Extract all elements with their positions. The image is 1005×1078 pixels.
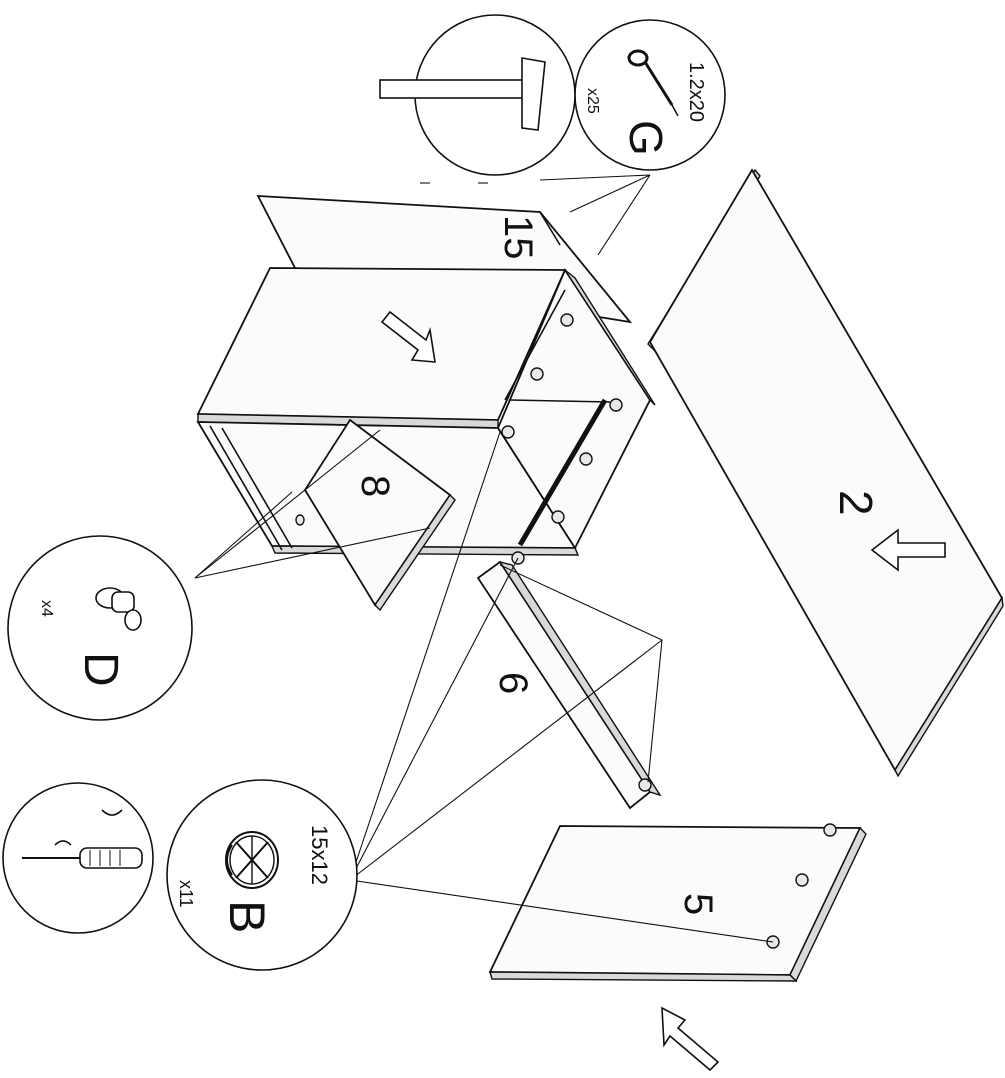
leader-lines [194,174,774,943]
fitting-d-qty: x4 [38,600,55,617]
fitting-b-callout: 15x12 x11 B [166,779,358,971]
panel-5: 5 [488,825,867,983]
fitting-b-size: 15x12 [307,825,332,885]
fitting-g-letter: G [620,120,672,156]
arrow-icon [380,310,436,363]
screwdriver-icon [22,809,143,869]
panel-8-label: 8 [353,475,397,497]
fitting-g-qty: x25 [584,88,601,114]
fitting-b-qty: x11 [176,880,196,908]
fitting-d-callout: x4 D [7,535,193,721]
fitting-b-letter: B [219,900,275,933]
hammer-callout [379,14,576,176]
panel-2: 2 [647,168,1004,778]
arrow-icon [870,528,946,572]
panel-8: 8 [295,418,456,612]
panel-6: 6 [476,560,662,810]
screwdriver-callout [2,782,154,934]
hammer-icon [379,57,546,131]
fitting-d-letter: D [74,652,127,687]
panel-6-label: 6 [491,672,535,694]
panel-5-label: 5 [676,893,720,915]
carcass [196,267,656,556]
fitting-g-callout: 1.2x20 x25 G [574,19,726,171]
dowel-pin-icon [95,587,142,631]
cam-lock-icon [225,831,279,889]
arrow-icon [661,1006,720,1072]
panel-2-label: 2 [830,490,882,516]
nail-icon [627,49,679,117]
fitting-g-size: 1.2x20 [685,62,707,122]
panel-15-label: 15 [496,215,540,260]
